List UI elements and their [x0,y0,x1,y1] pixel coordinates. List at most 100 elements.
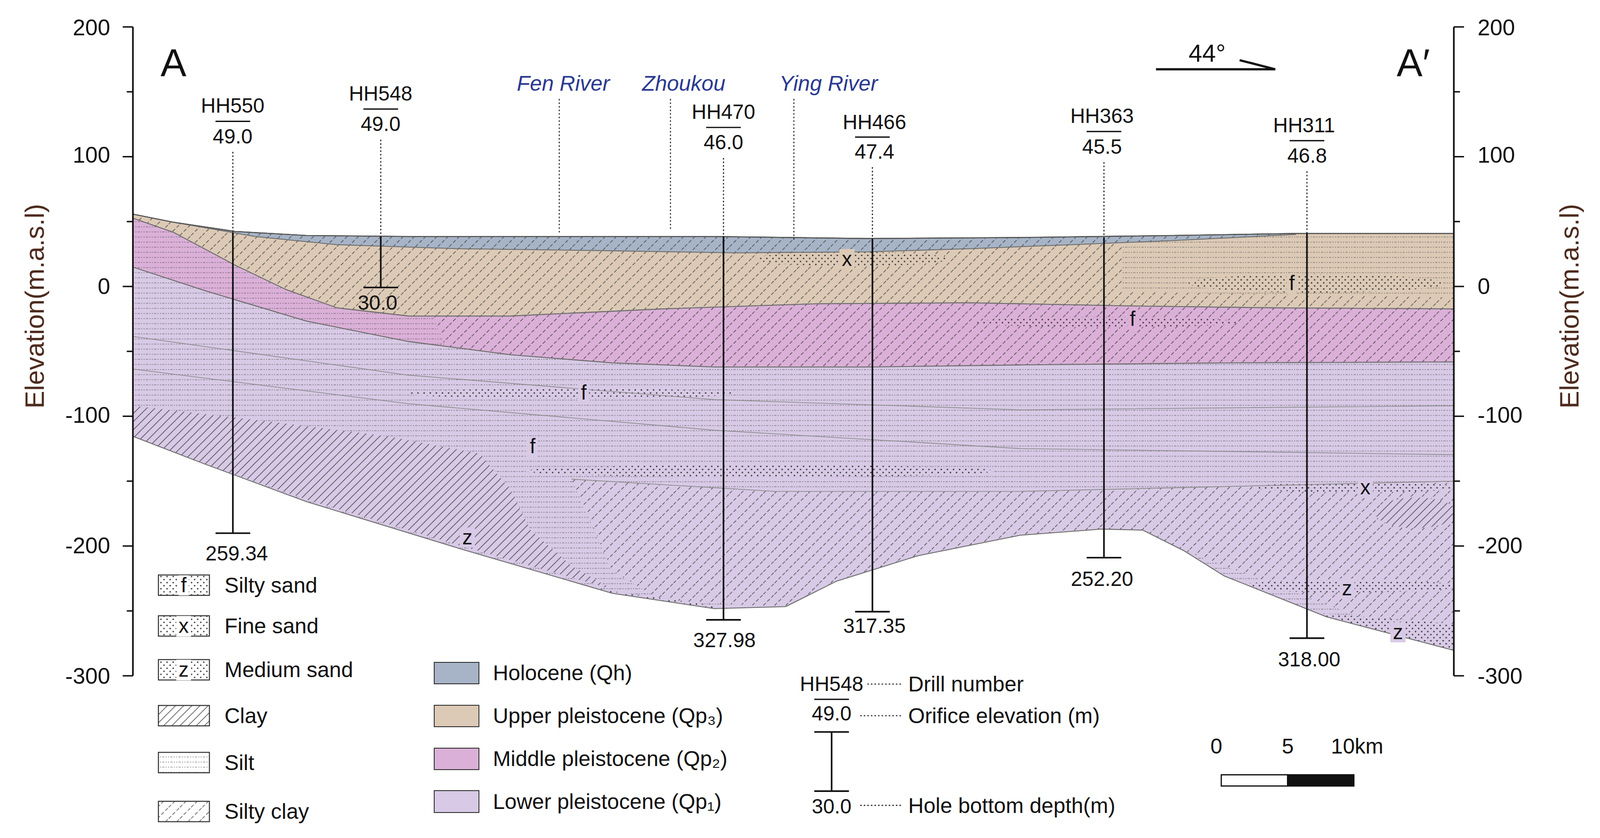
legend-leader [867,683,904,685]
drill-leader [1306,171,1308,234]
fraction-bar [1289,139,1325,142]
axis-tick-label: 200 [1477,16,1516,39]
axis-tick [126,91,134,93]
axis-tick-label: 100 [72,143,111,167]
layer-boundary [173,222,1296,253]
orifice-elevation: 46.8 [1287,145,1328,167]
lithology-pattern [132,406,613,590]
axis-tick [1453,285,1465,288]
lithology-pattern [974,317,1240,328]
drill-leader [1103,162,1105,238]
drill-bottom-cap [706,619,741,622]
lithology-hatching [122,193,1469,674]
legend-text: Medium sand [224,659,354,682]
legend-pattern-swatch [158,705,210,727]
hole-depth: 30.0 [811,796,852,818]
legend-color-swatch [433,662,480,685]
legend-text: Holocene (Qh) [492,662,633,685]
lithology-pattern [1188,274,1444,293]
river-leader [558,98,560,233]
drill-leader [871,167,874,239]
axis-tick [1453,545,1465,547]
legend-text: Fine sand [224,615,319,638]
axis-tick-label: -200 [1477,534,1523,558]
strata-group [122,193,1469,674]
legend-text: Upper pleistocene (Qp₃) [492,705,724,728]
axis-tick [126,610,134,612]
legend-letter: f [178,575,190,597]
lithology-pattern [122,193,1469,674]
lithology-pattern [132,406,613,590]
orifice-elevation: 46.0 [703,132,744,154]
fraction-bar [706,126,741,129]
orifice-elevation: 49.0 [811,703,852,725]
drill-hole [1103,237,1105,558]
legend-pattern-swatch [158,575,210,596]
drill-hole [1306,233,1308,639]
axis-tick-label: -300 [65,665,111,688]
lithology-pattern [571,479,1454,653]
axis-tick [1453,415,1465,418]
orientation-angle: 44° [1188,40,1226,66]
drill-bottom-cap [215,532,251,535]
axis-tick [126,480,134,483]
axis-tick [1453,26,1465,28]
legend-pattern-ground [158,801,210,823]
legend-pattern-ground [158,705,210,727]
river-label: Ying River [779,72,878,95]
axis-tick-label: 100 [1477,143,1516,167]
legend-explanation: Hole bottom depth(m) [908,795,1116,817]
lithology-pattern [1275,609,1454,653]
orifice-elevation: 45.5 [1082,136,1122,158]
legend-pattern-swatch [158,660,210,681]
lithology-letter: z [1339,578,1355,600]
hole-depth: 30.0 [357,292,398,314]
axis-title: Elevation(m.a.s.l) [21,203,48,409]
lithology-pattern [122,193,1469,674]
legend-color-swatch [433,790,480,813]
fraction-bar [814,698,850,701]
axis-tick [1453,351,1461,353]
lithology-letter: f [578,382,589,404]
lithology-pattern [1375,497,1457,529]
drill-bottom-cap [1086,557,1122,559]
lithology-letter: f [527,436,538,458]
legend-pattern-ground [158,616,210,637]
legend-letter: z [176,660,192,681]
axis-tick [126,351,134,353]
legend-color-swatch [433,748,480,771]
axis-tick [1453,480,1461,483]
legend-text: Silt [224,752,255,775]
layer-boundary [132,214,1454,317]
drill-leader [723,158,725,238]
axis-tick-label: 0 [1477,275,1490,298]
hole-depth: 318.00 [1278,650,1341,671]
layer-boundary [132,267,1454,652]
legend-text: Middle pleistocene (Qp₂) [492,748,728,771]
lithology-pattern [974,317,1240,328]
lithology-pattern [1275,609,1454,653]
scale-label: 5 [1281,736,1294,758]
legend-explanation: Drill number [908,673,1024,696]
hole-depth: 252.20 [1070,569,1134,590]
drill-hole [722,236,725,621]
legend-leader [860,715,904,717]
drill-leader [380,139,382,238]
drill-hole [380,236,382,288]
drill-number: HH470 [691,101,756,123]
orifice-elevation: 49.0 [212,126,253,148]
drill-number: HH363 [1070,105,1134,127]
river-label: Fen River [516,72,610,95]
legend-pattern-swatch [158,616,210,637]
axis-tick-label: -100 [65,404,111,427]
axis-tick [122,415,133,418]
bed-boundary [132,336,1454,411]
drill-bottom-cap [855,611,890,614]
lithology-hatching [122,193,1469,674]
scale-bar-black [1287,775,1354,787]
lithology-letter: x [1357,477,1373,499]
lithology-letter: f [1286,273,1298,295]
axis-tick-label: 200 [72,16,111,39]
legend-text: Silty clay [224,801,309,823]
bed-boundary [132,369,1454,456]
